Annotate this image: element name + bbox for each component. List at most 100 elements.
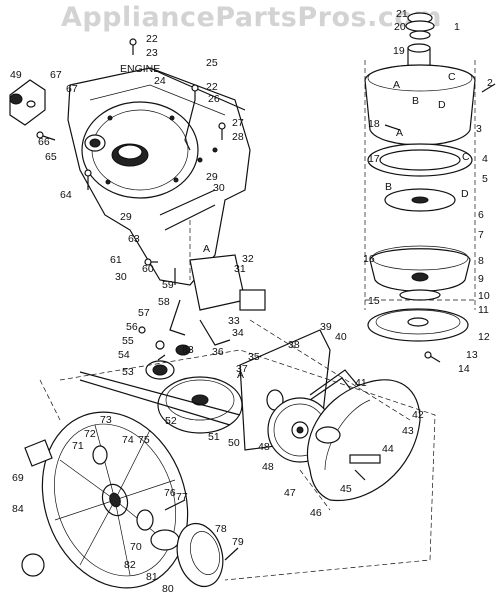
callout: 66 (38, 136, 50, 148)
watermark: AppliancePartsPros.com (60, 2, 443, 33)
callout: 75 (138, 434, 150, 446)
callout: 16 (363, 253, 375, 265)
callout: 7 (478, 229, 484, 241)
callout: 48 (258, 441, 270, 453)
callout: 33 (228, 315, 240, 327)
callout: 13 (466, 349, 478, 361)
engine-label: ENGINE (120, 63, 160, 75)
wheel (41, 411, 189, 589)
callout: 77 (176, 491, 188, 503)
callout-83-ring (21, 553, 45, 577)
callout: 83 (182, 344, 194, 356)
callout: 49 (10, 69, 22, 81)
pulley-stack (364, 12, 496, 363)
callout: 84 (12, 503, 24, 515)
callout: 60 (142, 263, 154, 275)
callout: 28 (232, 131, 244, 143)
pulley-bracket (9, 79, 46, 126)
callout: 3 (476, 123, 482, 135)
callout: 61 (110, 254, 122, 266)
callout: 35 (248, 351, 260, 363)
section-letter: A (203, 243, 210, 255)
hub-parts (24, 439, 186, 551)
callout: 72 (84, 428, 96, 440)
section-letter: A (393, 79, 400, 91)
section-letter: D (438, 99, 446, 111)
callout: 2 (487, 77, 493, 89)
callout: 29 (120, 211, 132, 223)
callout: 51 (208, 431, 220, 443)
callout: 29 (206, 171, 218, 183)
callout: 58 (158, 296, 170, 308)
callout: 30 (115, 271, 127, 283)
callout: 31 (234, 263, 246, 275)
callout: 80 (162, 583, 174, 595)
callout: 79 (232, 536, 244, 548)
callout: 55 (122, 335, 134, 347)
assembly-guides (39, 220, 436, 581)
callout: 82 (124, 559, 136, 571)
callout: 43 (402, 425, 414, 437)
callout: 81 (146, 571, 158, 583)
callout: 50 (228, 437, 240, 449)
callout: 30 (213, 182, 225, 194)
callout: 22 (206, 81, 218, 93)
callout: 12 (478, 331, 490, 343)
drive-pulley (79, 354, 243, 434)
callout: 78 (215, 523, 227, 535)
callout: 53 (122, 366, 134, 378)
hub-cap (176, 522, 239, 588)
callout: 74 (122, 434, 134, 446)
callout: 6 (478, 209, 484, 221)
callout: 5 (482, 173, 488, 185)
section-letter: B (412, 95, 419, 107)
callout: 19 (393, 45, 405, 57)
section-letter: B (385, 181, 392, 193)
callout: 67 (50, 69, 62, 81)
callout: 63 (128, 233, 140, 245)
callout-labels: ENGINE A B C D A C B D A A 1 2 3 4 5 6 7… (10, 8, 493, 595)
callout: 52 (165, 415, 177, 427)
callout: 42 (412, 409, 424, 421)
callout: 9 (478, 273, 484, 285)
callout: 4 (482, 153, 488, 165)
callout: 22 (146, 33, 158, 45)
callout: 48 (262, 461, 274, 473)
callout: 25 (206, 57, 218, 69)
section-letter: D (461, 188, 469, 200)
callout: 26 (208, 93, 220, 105)
callout: 65 (45, 151, 57, 163)
callout: 45 (340, 483, 352, 495)
callout: 40 (335, 331, 347, 343)
callout: 1 (454, 21, 460, 33)
callout: 14 (458, 363, 470, 375)
callout: 39 (320, 321, 332, 333)
callout: 69 (12, 472, 24, 484)
section-letter: C (462, 151, 470, 163)
callout: 17 (368, 153, 380, 165)
callout: 73 (100, 414, 112, 426)
callout: 8 (478, 255, 484, 267)
callout: 24 (154, 75, 166, 87)
linkage-assembly (138, 254, 266, 356)
callout: 54 (118, 349, 130, 361)
callout: 20 (394, 21, 406, 33)
callout: 47 (284, 487, 296, 499)
callout: 70 (130, 541, 142, 553)
callout: 41 (355, 377, 367, 389)
callout: 57 (138, 307, 150, 319)
fasteners-left (36, 38, 226, 285)
callout: 71 (72, 440, 84, 452)
callout: 32 (242, 253, 254, 265)
callout: 38 (288, 339, 300, 351)
callout: 21 (396, 8, 408, 20)
section-letter: C (448, 71, 456, 83)
callout: 67 (66, 83, 78, 95)
section-letter: A (396, 127, 403, 139)
control-rod (184, 84, 199, 151)
callout: 76 (164, 487, 176, 499)
callout: 56 (126, 321, 138, 333)
callout: 59 (162, 279, 174, 291)
section-letter: A (237, 369, 244, 381)
